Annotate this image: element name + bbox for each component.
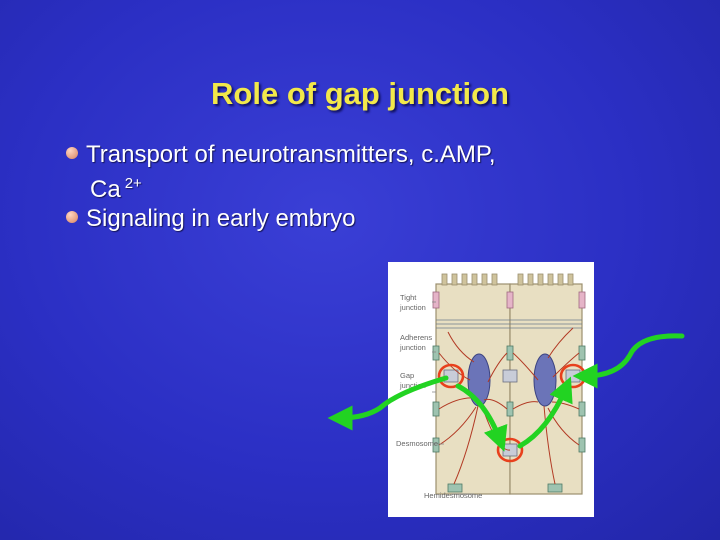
bullet-icon xyxy=(66,211,78,223)
arrow-right-inflow xyxy=(572,333,685,389)
slide-title: Role of gap junction xyxy=(211,76,509,111)
bullet-text: Transport of neurotransmitters, c.AMP, xyxy=(86,141,496,168)
bullet-text: Signaling in early embryo xyxy=(86,205,356,232)
epithelial-junction-figure: Tight junction Adherens junction Gap jun… xyxy=(388,262,594,517)
bullet-icon xyxy=(66,147,78,159)
label-hemidesmosome: Hemidesmosome xyxy=(424,491,482,500)
microvilli xyxy=(441,273,574,286)
label-tight-junction: Tight xyxy=(400,293,417,302)
label-desmosome: Desmosome xyxy=(396,439,438,448)
bullet-cont-superscript: 2+ xyxy=(124,175,142,192)
label-adherens-junction-2: junction xyxy=(399,343,426,352)
bullet-item: Transport of neurotransmitters, c.AMP, xyxy=(64,140,704,169)
label-gap-junction: Gap xyxy=(400,371,414,380)
bullet-list: Transport of neurotransmitters, c.AMP, C… xyxy=(64,140,704,233)
label-adherens-junction: Adherens xyxy=(400,333,432,342)
label-gap-junction-2: junction xyxy=(399,381,426,390)
tight-junctions xyxy=(432,291,586,309)
bullet-item: Signaling in early embryo xyxy=(64,204,704,233)
epithelial-cells-diagram: Tight junction Adherens junction Gap jun… xyxy=(396,273,587,500)
adherens-band xyxy=(436,319,582,329)
bullet-cont-text: Ca xyxy=(90,176,121,203)
nucleus-right xyxy=(533,353,557,407)
label-tight-junction-2: junction xyxy=(399,303,426,312)
